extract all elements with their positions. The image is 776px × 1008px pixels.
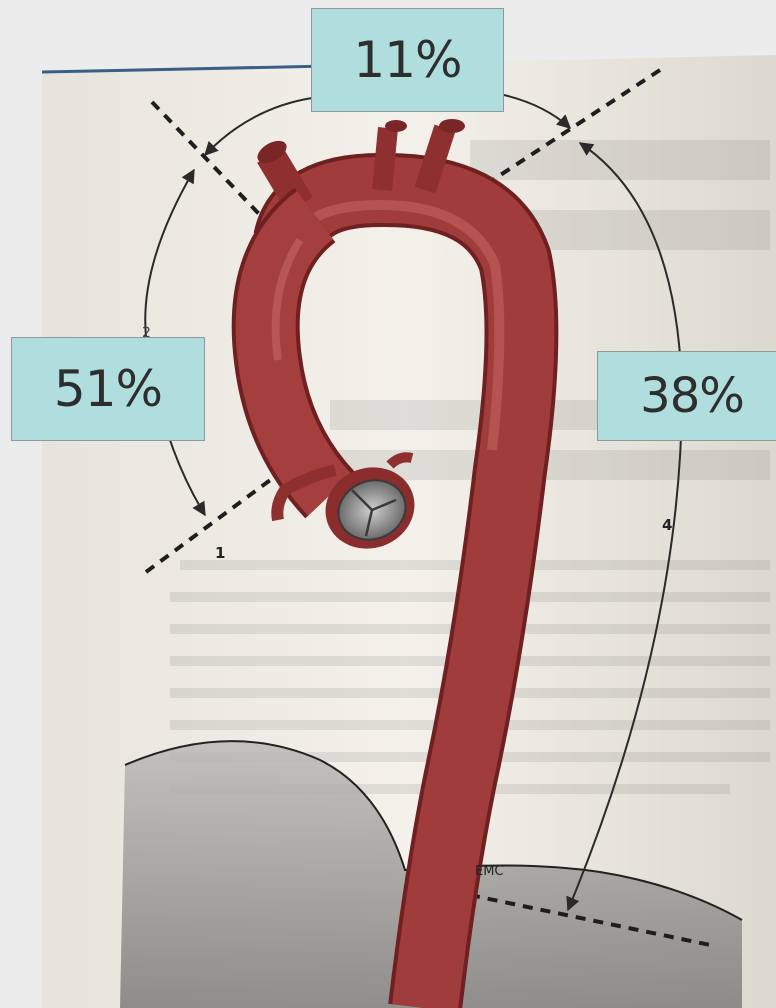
vessel-carotid-end <box>385 120 407 132</box>
segment-label-1: 1 <box>215 544 225 562</box>
segment-label-4: 4 <box>662 516 672 534</box>
illustrator-signature: EMC <box>475 864 504 879</box>
ascending-percentage-callout: 51% <box>11 337 205 441</box>
vessel-carotid <box>382 128 388 190</box>
descending-percentage-callout: 38% <box>597 351 776 441</box>
vessel-subclavian-end <box>439 119 465 133</box>
arch-percentage-callout: 11% <box>311 8 504 112</box>
